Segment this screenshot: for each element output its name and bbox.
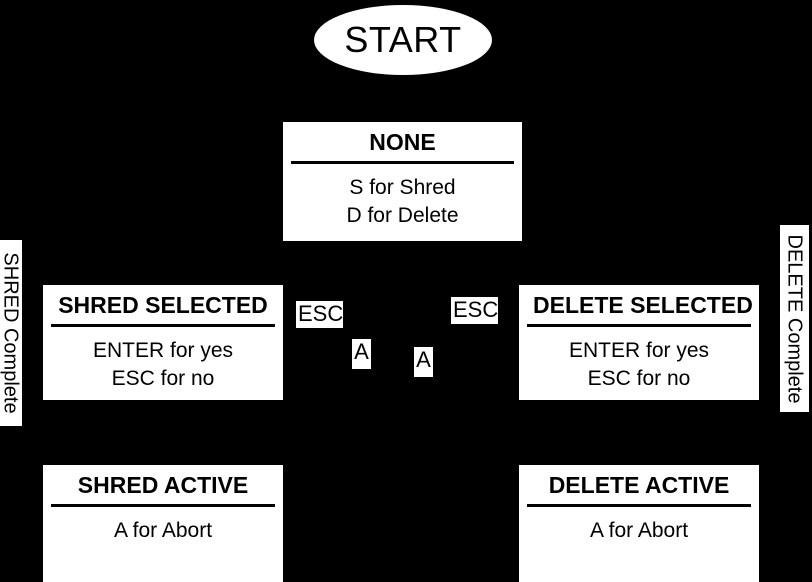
state-none[interactable]: NONE S for Shred D for Delete: [283, 122, 522, 241]
state-shred-selected-body-line-1: ENTER for yes: [92, 339, 234, 363]
state-none-body-line-1: S for Shred: [349, 176, 456, 200]
start-node[interactable]: START: [314, 5, 492, 75]
start-node-label: START: [344, 19, 462, 60]
connector-start-to-none: [402, 75, 404, 122]
state-shred-selected-body: ENTER for yes ESC for no: [43, 327, 283, 400]
state-delete-active-title: DELETE ACTIVE: [527, 465, 751, 508]
label-shred-complete: SHRED Complete: [0, 240, 22, 426]
connector-none-to-delete-selected: [638, 241, 640, 285]
state-delete-active-body-line-1: A for Abort: [589, 519, 689, 543]
state-none-title: NONE: [291, 122, 514, 165]
edge-label-esc-delete: ESC: [451, 297, 499, 324]
label-delete-complete-text: DELETE Complete: [783, 234, 806, 403]
state-none-body: S for Shred D for Delete: [283, 164, 522, 241]
state-shred-selected-title: SHRED SELECTED: [51, 285, 275, 328]
state-shred-active[interactable]: SHRED ACTIVE A for Abort: [43, 465, 283, 582]
connector-delete-selected-to-delete-active: [638, 400, 640, 465]
state-delete-selected-body-line-1: ENTER for yes: [568, 339, 710, 363]
label-shred-complete-text: SHRED Complete: [0, 252, 22, 414]
state-shred-selected[interactable]: SHRED SELECTED ENTER for yes ESC for no: [43, 285, 283, 400]
state-delete-selected-body: ENTER for yes ESC for no: [519, 327, 759, 400]
label-delete-complete: DELETE Complete: [780, 225, 809, 412]
state-delete-active[interactable]: DELETE ACTIVE A for Abort: [519, 465, 759, 582]
state-shred-selected-body-line-2: ESC for no: [111, 366, 215, 390]
state-delete-selected-title: DELETE SELECTED: [527, 285, 753, 328]
edge-label-a-delete: A: [414, 347, 433, 377]
state-shred-active-body-line-1: A for Abort: [113, 519, 213, 543]
connector-none-to-shred-selected: [162, 241, 164, 285]
state-shred-active-title: SHRED ACTIVE: [51, 465, 275, 508]
state-shred-active-body: A for Abort: [43, 507, 283, 582]
edge-label-esc-shred: ESC: [296, 301, 344, 328]
edge-label-a-shred: A: [352, 339, 371, 369]
state-delete-selected[interactable]: DELETE SELECTED ENTER for yes ESC for no: [519, 285, 759, 400]
connector-shred-selected-to-shred-active: [162, 400, 164, 465]
state-delete-selected-body-line-2: ESC for no: [587, 366, 691, 390]
state-none-body-line-2: D for Delete: [346, 203, 459, 227]
state-delete-active-body: A for Abort: [519, 507, 759, 582]
